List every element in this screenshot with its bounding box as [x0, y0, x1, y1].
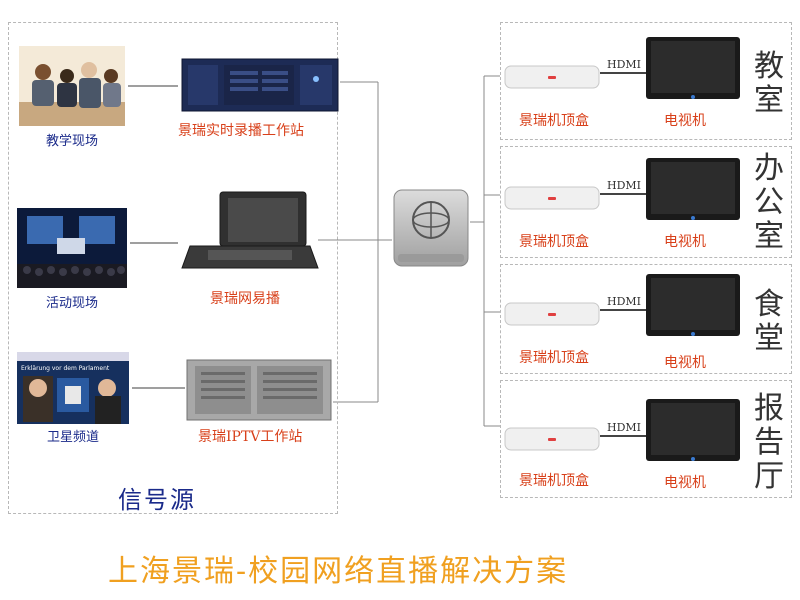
stb-label-office: 景瑞机顶盒 [519, 234, 589, 250]
device-label-portable: 景瑞网易播 [210, 291, 280, 307]
room-name-canteen: 食堂 [754, 287, 784, 356]
room-name-hall: 报告厅 [754, 391, 784, 494]
device-label-recording: 景瑞实时录播工作站 [178, 123, 304, 139]
stb-label-classroom: 景瑞机顶盒 [519, 113, 589, 129]
hdmi-label-canteen: HDMI [607, 295, 642, 308]
tv-hall [645, 398, 741, 466]
source-label-teaching: 教学现场 [45, 134, 98, 149]
stb-label-canteen: 景瑞机顶盒 [519, 350, 589, 366]
source-label-activity: 活动现场 [45, 296, 98, 311]
signal-source-group [8, 22, 338, 514]
tv-classroom [645, 36, 741, 104]
recording-workstation [180, 55, 340, 113]
tv-label-hall: 电视机 [664, 475, 706, 491]
portable-broadcaster [180, 190, 320, 274]
room-box-canteen [500, 264, 792, 374]
main-title: 上海景瑞-校园网络直播解决方案 [108, 554, 569, 589]
satellite-screen-text: Erklärung vor dem Parlament [21, 365, 110, 372]
set-top-box [504, 299, 600, 327]
hdmi-label-office: HDMI [607, 179, 642, 192]
set-top-box [504, 424, 600, 452]
room-box-hall [500, 380, 792, 498]
activity-scene-image [17, 208, 127, 288]
source-label-satellite: 卫星频道 [46, 430, 99, 445]
hdmi-label-classroom: HDMI [607, 58, 642, 71]
room-box-office [500, 146, 792, 258]
room-box-classroom [500, 22, 792, 140]
set-top-box [504, 183, 600, 211]
network-switch [392, 188, 470, 268]
iptv-workstation [185, 358, 333, 422]
device-label-iptv: 景瑞IPTV工作站 [198, 429, 303, 445]
tv-office [645, 157, 741, 225]
room-name-classroom: 教室 [754, 49, 784, 118]
teaching-scene-image [19, 46, 125, 126]
stb-label-hall: 景瑞机顶盒 [519, 473, 589, 489]
tv-label-classroom: 电视机 [664, 113, 706, 129]
set-top-box [504, 62, 600, 90]
tv-label-office: 电视机 [664, 234, 706, 250]
tv-label-canteen: 电视机 [664, 355, 706, 371]
signal-source-title: 信号源 [118, 486, 196, 514]
hdmi-label-hall: HDMI [607, 421, 642, 434]
satellite-channel-image: Erklärung vor dem Parlament [17, 352, 129, 424]
room-name-office: 办公室 [754, 151, 784, 254]
tv-canteen [645, 273, 741, 341]
